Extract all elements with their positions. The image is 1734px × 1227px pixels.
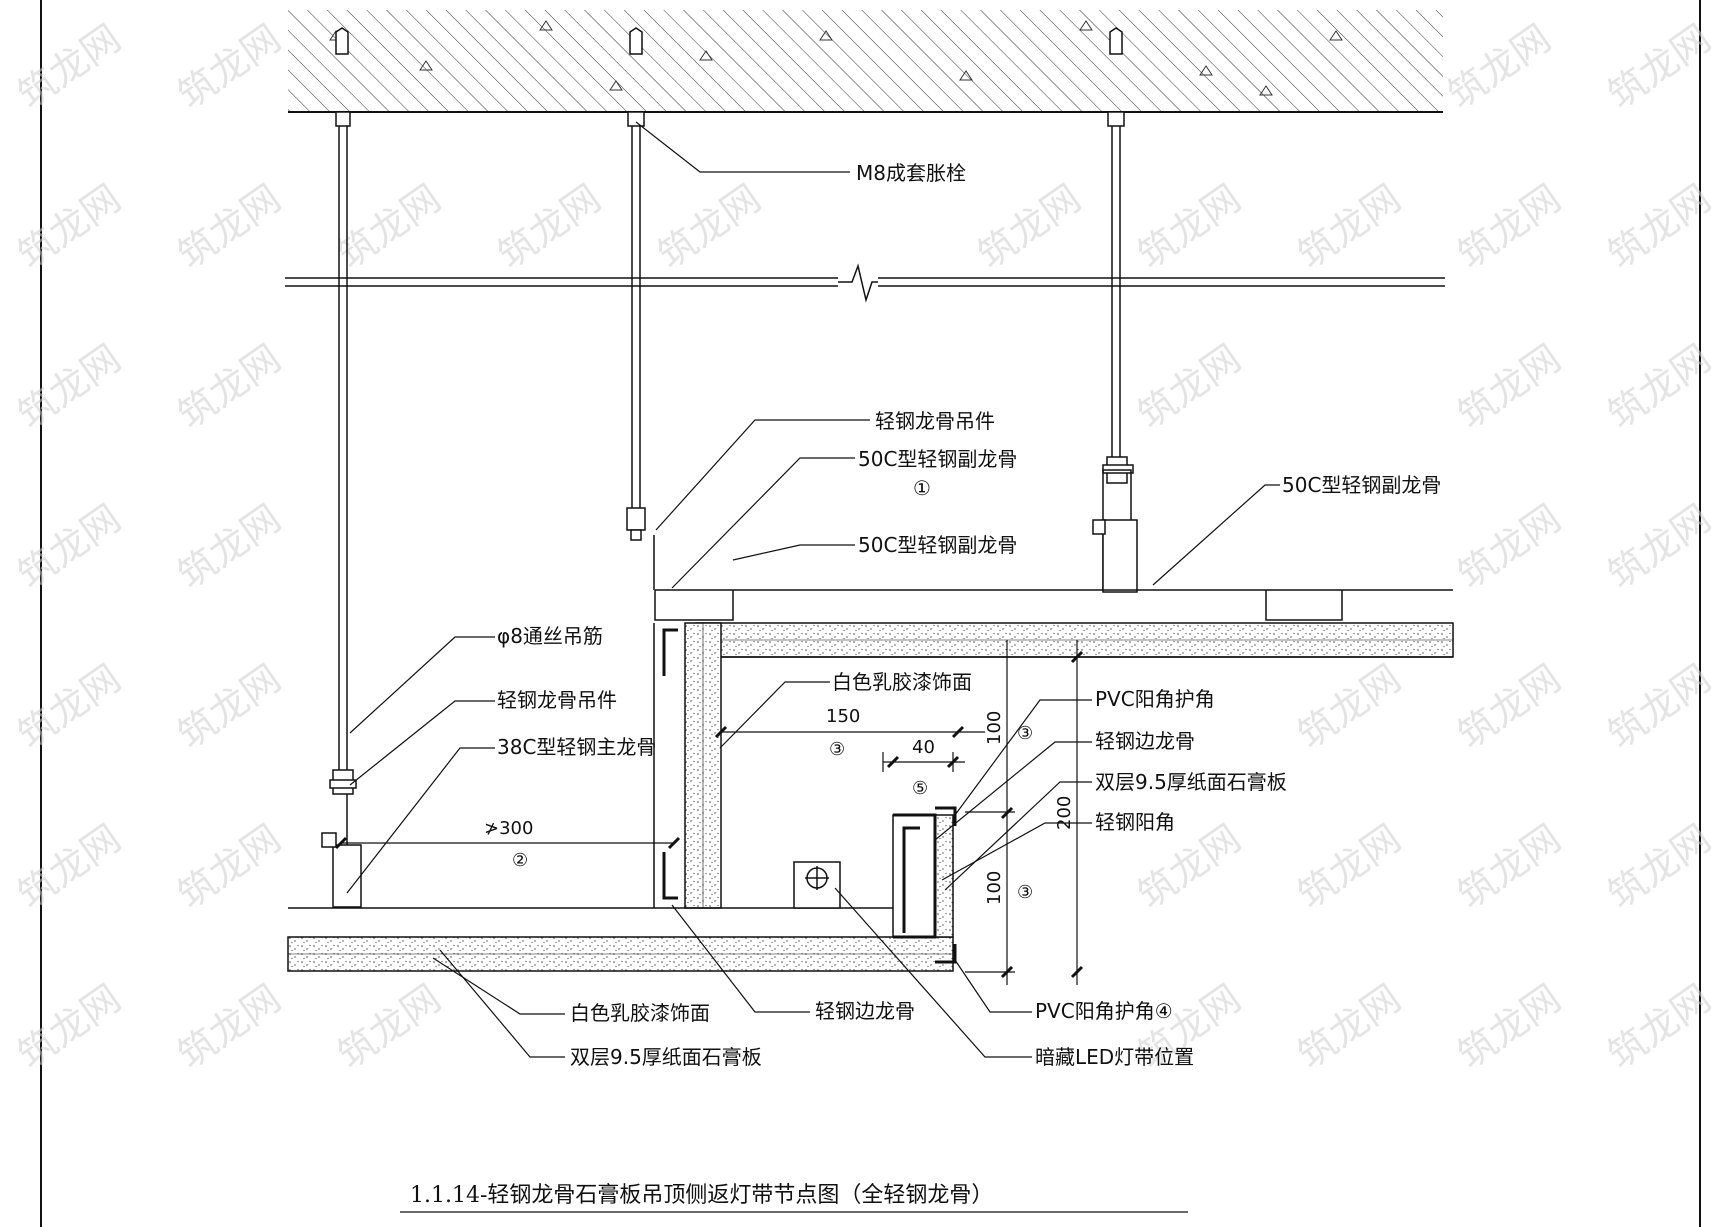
main-keel-assembly bbox=[321, 769, 362, 908]
watermark: 筑龙网 bbox=[490, 176, 609, 277]
annotation-labels: M8成套胀栓 轻钢龙骨吊件 50C型轻钢副龙骨 ① 50C型轻钢副龙骨 50C型… bbox=[497, 161, 1441, 1069]
watermark: 筑龙网 bbox=[170, 976, 289, 1077]
watermark: 筑龙网 bbox=[1290, 176, 1409, 277]
drawing-title: 1.1.14-轻钢龙骨石膏板吊顶侧返灯带节点图（全轻钢龙骨） bbox=[410, 1183, 993, 1208]
watermark: 筑龙网 bbox=[1290, 816, 1409, 917]
watermark: 筑龙网 bbox=[10, 16, 129, 117]
dim-300: ≯300 bbox=[484, 818, 533, 839]
hanger-fitting-top bbox=[626, 507, 655, 590]
label-double-gypsum: 双层9.5厚纸面石膏板 bbox=[1095, 770, 1287, 794]
watermark: 筑龙网 bbox=[330, 976, 449, 1077]
label-threaded-rod: φ8通丝吊筋 bbox=[497, 624, 603, 648]
watermark: 筑龙网 bbox=[1440, 16, 1559, 117]
watermark: 筑龙网 bbox=[10, 816, 129, 917]
drawing-frame bbox=[40, 0, 1701, 1227]
dim-40: 40 bbox=[912, 737, 935, 758]
drop-wall-edge-keel bbox=[653, 623, 678, 908]
watermark: 筑龙网 bbox=[10, 656, 129, 757]
dim-40-num: ⑤ bbox=[912, 778, 928, 799]
label-sub-keel-1: 50C型轻钢副龙骨 bbox=[858, 447, 1017, 471]
watermark: 筑龙网 bbox=[10, 336, 129, 437]
label-pvc-corner: PVC阳角护角 bbox=[1095, 687, 1215, 711]
watermark: 筑龙网 bbox=[1450, 976, 1569, 1077]
label-edge-keel-bottom: 轻钢边龙骨 bbox=[815, 999, 915, 1023]
watermark: 筑龙网 bbox=[650, 176, 769, 277]
dim-100-bottom: 100 bbox=[984, 871, 1005, 905]
hanger-fitting-right bbox=[1092, 456, 1138, 593]
break-line bbox=[285, 263, 1445, 303]
watermark: 筑龙网 bbox=[170, 176, 289, 277]
dim-200: 200 bbox=[1054, 796, 1075, 830]
label-main-keel: 38C型轻钢主龙骨 bbox=[497, 735, 656, 759]
watermark: 筑龙网 bbox=[10, 976, 129, 1077]
label-double-gypsum-bottom: 双层9.5厚纸面石膏板 bbox=[570, 1045, 762, 1069]
watermark: 筑龙网 bbox=[170, 816, 289, 917]
watermark: 筑龙网 bbox=[1450, 496, 1569, 597]
dimension-texts: 150 ③ 40 ⑤ ≯300 ② 100 ③ 200 100 ③ bbox=[484, 706, 1075, 905]
watermark: 筑龙网 bbox=[1450, 176, 1569, 277]
label-sub-keel-1-num: ① bbox=[913, 476, 931, 500]
dim-150-num: ③ bbox=[829, 739, 845, 760]
watermark: 筑龙网 bbox=[970, 176, 1089, 277]
label-edge-keel: 轻钢边龙骨 bbox=[1095, 729, 1195, 753]
label-pvc-corner-4: PVC阳角护角④ bbox=[1035, 999, 1173, 1023]
label-white-paint-inner: 白色乳胶漆饰面 bbox=[832, 670, 972, 694]
dim-150: 150 bbox=[826, 706, 860, 727]
watermark: 筑龙网 bbox=[1450, 656, 1569, 757]
watermark: 筑龙网 bbox=[170, 656, 289, 757]
watermark: 筑龙网 bbox=[1130, 336, 1249, 437]
label-sub-keel-2: 50C型轻钢副龙骨 bbox=[858, 533, 1017, 557]
label-white-paint-bottom: 白色乳胶漆饰面 bbox=[570, 1001, 710, 1025]
watermark: 筑龙网 bbox=[1450, 336, 1569, 437]
label-expansion-bolt: M8成套胀栓 bbox=[856, 161, 966, 185]
dimension-lines bbox=[334, 640, 1084, 985]
concrete-slab bbox=[288, 10, 1443, 113]
dim-100-top: 100 bbox=[984, 711, 1005, 745]
watermark: 筑龙网 bbox=[1290, 656, 1409, 757]
label-sub-keel-right: 50C型轻钢副龙骨 bbox=[1282, 473, 1441, 497]
dim-100-bottom-num: ③ bbox=[1017, 882, 1033, 903]
watermark: 筑龙网 bbox=[1290, 976, 1409, 1077]
label-steel-corner: 轻钢阳角 bbox=[1095, 810, 1175, 834]
lower-gypsum-board bbox=[287, 936, 954, 972]
dim-300-num: ② bbox=[512, 850, 528, 871]
watermark: 筑龙网 bbox=[170, 496, 289, 597]
watermark: 筑龙网 bbox=[170, 336, 289, 437]
label-led-position: 暗藏LED灯带位置 bbox=[1035, 1045, 1194, 1069]
watermark: 筑龙网 bbox=[170, 16, 289, 117]
drawing-title-block: 1.1.14-轻钢龙骨石膏板吊顶侧返灯带节点图（全轻钢龙骨） bbox=[400, 1183, 1188, 1213]
label-hanger-fitting-left: 轻钢龙骨吊件 bbox=[497, 688, 617, 712]
hanger-rods bbox=[335, 27, 1125, 770]
cove-return bbox=[892, 806, 957, 964]
leader-lines bbox=[346, 121, 1280, 1058]
watermark: 筑龙网 bbox=[1450, 816, 1569, 917]
upper-gypsum-board bbox=[695, 622, 1454, 658]
label-hanger-fitting-top: 轻钢龙骨吊件 bbox=[875, 409, 995, 433]
vertical-gypsum-wall bbox=[684, 622, 722, 909]
dim-100-top-num: ③ bbox=[1017, 723, 1033, 744]
watermark: 筑龙网 bbox=[10, 496, 129, 597]
led-strip bbox=[793, 861, 841, 909]
watermark: 筑龙网 bbox=[10, 176, 129, 277]
watermark: 筑龙网 bbox=[1130, 176, 1249, 277]
upper-sub-keel bbox=[654, 589, 1453, 621]
